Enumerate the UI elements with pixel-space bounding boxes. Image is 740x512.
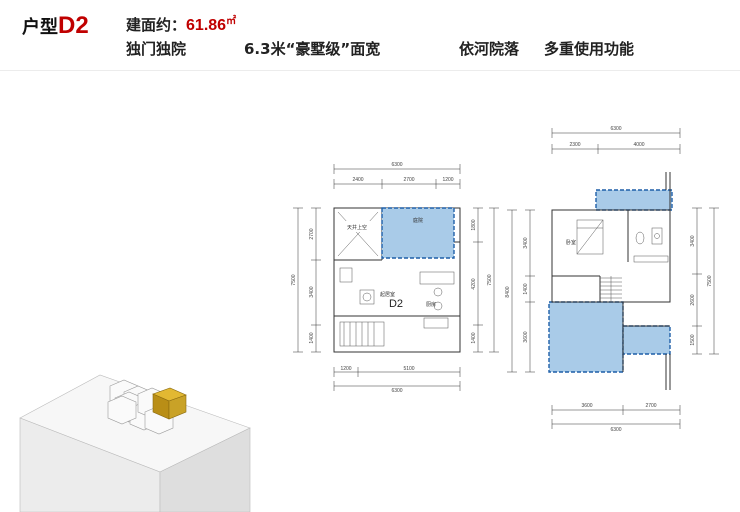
- floor2-top-seg-1: 2300: [569, 142, 580, 148]
- floor1-bottom-dimensions: [333, 367, 461, 391]
- floor1-top-total: 6300: [391, 162, 402, 168]
- floor1-bottom-total: 6300: [391, 388, 402, 394]
- unit-code: D2: [58, 12, 89, 39]
- floor1-top-seg-2: 2700: [403, 177, 414, 183]
- floor1-top-seg-3: 1200: [442, 177, 453, 183]
- floor1-plan: 6300 2400 2700 1200 7500 2700 3400 1400 …: [291, 162, 499, 394]
- floor1-left-total: 7500: [291, 274, 297, 285]
- feature-3: 依河院落: [459, 40, 520, 58]
- area-label: 建面约：: [126, 16, 187, 34]
- floor1-left-dimensions: [293, 207, 321, 353]
- floor1-unit-code: D2: [389, 298, 403, 310]
- ground-slab-front: [19, 417, 161, 512]
- floor1-right-total: 7500: [487, 274, 493, 285]
- area-value: 61.86: [186, 17, 227, 34]
- floor2-bottom-dimensions: [551, 405, 681, 429]
- floor2-top-seg-2: 4000: [633, 142, 644, 148]
- floor2-bottom-seg-2: 2700: [645, 403, 656, 409]
- floor1-right-dimensions: [473, 207, 499, 353]
- floor2-right-dim-1: 3400: [690, 235, 696, 246]
- header: 户型D2 建面约：61.86㎡ 独门独院 6.3米“豪墅级”面宽 依河院落 多重…: [0, 0, 740, 70]
- unit-prefix: 户型: [22, 17, 58, 38]
- floor2-left-dim-1: 3400: [523, 237, 529, 248]
- unit-type-title: 户型D2: [22, 12, 89, 40]
- feature-4: 多重使用功能: [544, 40, 635, 58]
- floor1-bottom-seg-2: 5100: [403, 366, 414, 372]
- floor1-right-dim-1: 1800: [471, 219, 477, 230]
- floor2-left-dim-2: 1400: [523, 283, 529, 294]
- highlighted-unit-block: [152, 387, 187, 420]
- floor2-right-total: 7500: [707, 275, 713, 286]
- skylight-label-bg: [340, 221, 374, 232]
- floor1-top-seg-1: 2400: [352, 177, 363, 183]
- floor2-bottom-seg-1: 3600: [581, 403, 592, 409]
- floor2-right-dim-2: 2600: [690, 294, 696, 305]
- room-dining: 起居室: [380, 291, 395, 298]
- floor1-furniture: [339, 267, 455, 347]
- ground-slab-side: [159, 427, 251, 512]
- floor2-left-dimensions: [507, 209, 535, 373]
- area-unit: ㎡: [226, 16, 237, 27]
- area-line: 建面约：61.86㎡: [126, 12, 236, 35]
- floor2-left-total: 8400: [505, 286, 511, 297]
- floor2-plan: 6300 2300 4000 8400 3400 1400 3600 3400 …: [505, 126, 719, 433]
- floor2-left-dim-3: 3600: [523, 331, 529, 342]
- floor2-bathroom: [633, 227, 669, 263]
- room-bedroom: 卧室: [566, 239, 576, 246]
- feature-2: 6.3米“豪墅级”面宽: [244, 40, 381, 58]
- floor1-left-dim-3: 1400: [309, 332, 315, 343]
- floor1-skylight: [337, 211, 379, 257]
- floor2-bottom-total: 6300: [610, 427, 621, 433]
- feature-1: 独门独院: [126, 40, 187, 58]
- floor2-terraces: [548, 189, 673, 373]
- room-kitchen: 厨房: [426, 301, 436, 308]
- floor1-left-dim-1: 2700: [309, 228, 315, 239]
- massing-model: [19, 374, 251, 512]
- floor1-courtyard: [381, 207, 455, 259]
- header-divider: [0, 70, 740, 71]
- room-skylight: 天井上空: [347, 224, 367, 231]
- floor2-top-dimensions: [551, 128, 681, 154]
- floor1-top-dimensions: [333, 164, 461, 189]
- floor1-bottom-seg-1: 1200: [340, 366, 351, 372]
- floor2-bed: [576, 219, 604, 255]
- room-courtyard: 庭院: [413, 217, 423, 224]
- floor2-stair: [600, 276, 622, 302]
- floor2-top-total: 6300: [610, 126, 621, 132]
- floor1-left-dim-2: 3400: [309, 286, 315, 297]
- floor1-right-dim-2: 4200: [471, 278, 477, 289]
- floor2-right-dimensions: [692, 207, 719, 355]
- floor1-right-dim-3: 1400: [471, 332, 477, 343]
- floor2-right-dim-3: 1500: [690, 334, 696, 345]
